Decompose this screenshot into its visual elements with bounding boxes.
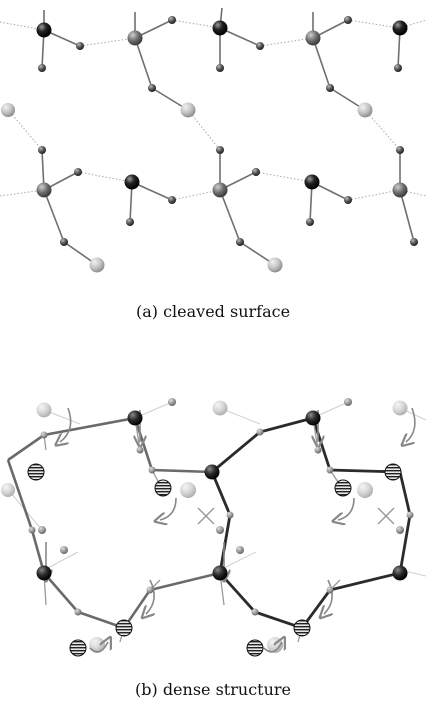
atom-striped	[246, 639, 264, 657]
atom-small	[216, 64, 224, 72]
atom-small	[252, 168, 260, 176]
atoms-row-2	[36, 146, 418, 273]
atom-dark	[212, 565, 228, 581]
atom-small	[410, 238, 418, 246]
atom-mid	[392, 182, 408, 198]
atom-dark	[36, 565, 52, 581]
atoms-row-1	[1, 16, 408, 118]
atom-striped	[115, 619, 133, 637]
curved-arrow-icon	[60, 407, 72, 442]
atom-light	[89, 257, 105, 273]
ring-right	[210, 416, 412, 630]
atom-light	[357, 102, 373, 118]
atom-dark	[212, 20, 228, 36]
atom-striped	[334, 479, 352, 497]
dense-structure-figure	[1, 398, 426, 657]
atom-small	[126, 218, 134, 226]
atom-light	[1, 103, 15, 117]
atom-dark	[392, 565, 408, 581]
atom-small	[326, 84, 334, 92]
atom-dark	[127, 410, 143, 426]
thin-bonds	[43, 417, 341, 643]
atom-dark	[36, 22, 52, 38]
atom-small	[236, 238, 244, 246]
curved-arrow-icon	[160, 497, 177, 520]
atom-striped	[384, 463, 402, 481]
atom-small	[216, 146, 224, 154]
curved-arrow-icon	[338, 497, 355, 520]
cross-icon	[377, 507, 395, 525]
displacement-arrows	[46, 407, 416, 653]
atom-dark	[392, 20, 408, 36]
atom-striped	[69, 639, 87, 657]
atom-small	[38, 64, 46, 72]
ring-atoms	[28, 410, 414, 616]
curved-arrow-icon	[324, 579, 332, 614]
curved-arrow-icon	[263, 642, 282, 653]
atom-mid	[36, 182, 52, 198]
faint-atoms	[1, 398, 408, 653]
atom-small	[60, 238, 68, 246]
atom-small	[394, 64, 402, 72]
cleaved-surface-structure-figure	[0, 7, 426, 273]
striped-atoms	[27, 463, 402, 657]
atom-small	[148, 84, 156, 92]
atom-mid	[305, 30, 321, 46]
cross-icon	[197, 507, 215, 525]
panel-dense-structure	[0, 380, 426, 670]
curved-arrow-icon	[89, 642, 108, 653]
panel-b-caption: (b) dense structure	[135, 680, 291, 699]
atom-small	[38, 146, 46, 154]
atom-small	[76, 42, 84, 50]
atom-light	[180, 102, 196, 118]
atom-striped	[27, 463, 45, 481]
atom-small	[344, 196, 352, 204]
atom-striped	[154, 479, 172, 497]
atom-small	[306, 218, 314, 226]
atom-small	[168, 196, 176, 204]
atom-mid	[212, 182, 228, 198]
curved-arrow-icon	[406, 407, 416, 442]
atom-small	[168, 16, 176, 24]
atom-small	[74, 168, 82, 176]
atom-dark	[204, 464, 220, 480]
atom-striped	[293, 619, 311, 637]
curved-arrow-icon	[146, 579, 154, 614]
atom-small	[396, 146, 404, 154]
atom-dark	[304, 174, 320, 190]
atom-dark	[305, 410, 321, 426]
panel-a-caption: (a) cleaved surface	[135, 302, 291, 321]
vacancy-marks	[197, 507, 395, 525]
atom-dark	[124, 174, 140, 190]
ring-left	[6, 416, 232, 630]
panel-cleaved-surface	[0, 0, 426, 290]
atom-small	[256, 42, 264, 50]
bonds	[41, 7, 415, 266]
atom-small	[344, 16, 352, 24]
atom-light	[267, 257, 283, 273]
atom-mid	[127, 30, 143, 46]
